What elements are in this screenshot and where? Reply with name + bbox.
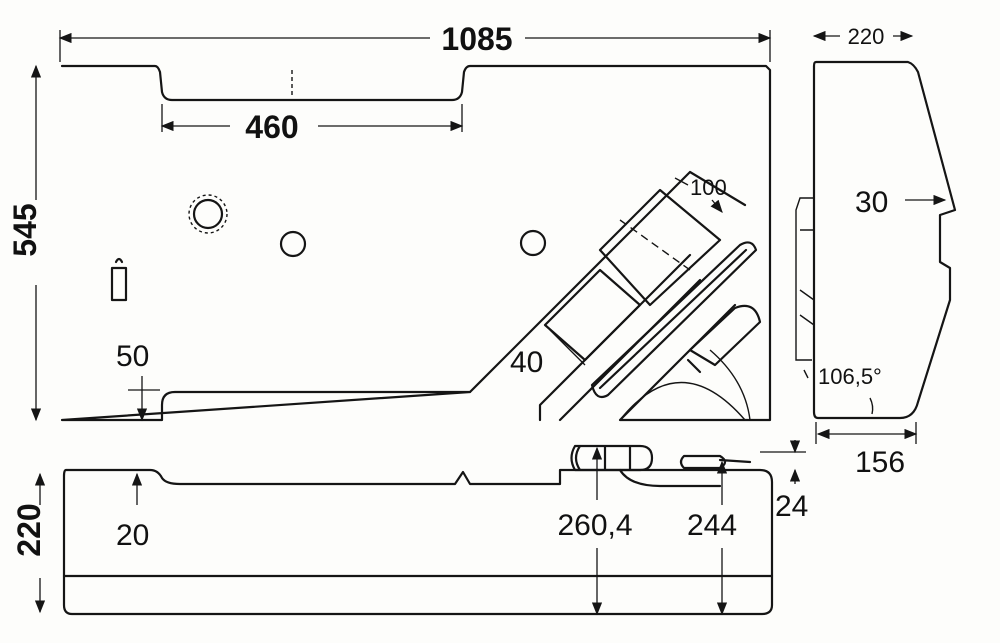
front-view-outline: [62, 468, 774, 616]
dim-side-depth: 220: [848, 24, 885, 49]
dim-outlet-height: 244: [687, 509, 737, 542]
dim-slot-width: 100: [690, 175, 727, 200]
dim-corner-offset: 50: [116, 340, 149, 373]
dimensions-side: 220 30 106,5° 156: [812, 24, 947, 479]
outlet-fitting: [686, 304, 762, 374]
side-view: [795, 60, 957, 420]
filler-neck: [570, 444, 654, 472]
dim-protrusion: 24: [775, 490, 808, 523]
top-view-outline: [60, 64, 772, 422]
dimensions-top: 1085 460 545 100 50 40: [7, 21, 772, 422]
dim-step: 30: [855, 186, 888, 219]
filler-cap-ring: [188, 194, 228, 234]
dimensions-front: 220 20 260,4 244 24: [11, 440, 808, 616]
dim-front-height: 220: [11, 503, 47, 556]
dim-fitting-offset: 40: [510, 346, 543, 379]
dim-angle: 106,5°: [818, 364, 882, 389]
hidden-line: [599, 219, 691, 306]
top-view: [60, 64, 772, 422]
dim-bottom-depth: 156: [855, 446, 905, 479]
dim-overall-length: 1085: [441, 21, 512, 57]
arc: [619, 349, 751, 421]
side-view-outline: [812, 60, 957, 420]
sender-fitting: [110, 257, 128, 302]
diagonal-edge: [468, 170, 747, 394]
filler-cap: [192, 198, 224, 230]
side-fittings: [795, 197, 815, 379]
port-hole-2: [519, 229, 547, 257]
dim-filler-height: 260,4: [557, 509, 632, 542]
port-hole-1: [279, 230, 307, 258]
dim-recess: 20: [116, 519, 149, 552]
fitting-block: [543, 188, 722, 362]
dim-overall-width: 545: [7, 203, 43, 256]
dim-notch-width: 460: [245, 109, 298, 145]
slot: [590, 241, 758, 399]
front-view: [62, 444, 774, 616]
